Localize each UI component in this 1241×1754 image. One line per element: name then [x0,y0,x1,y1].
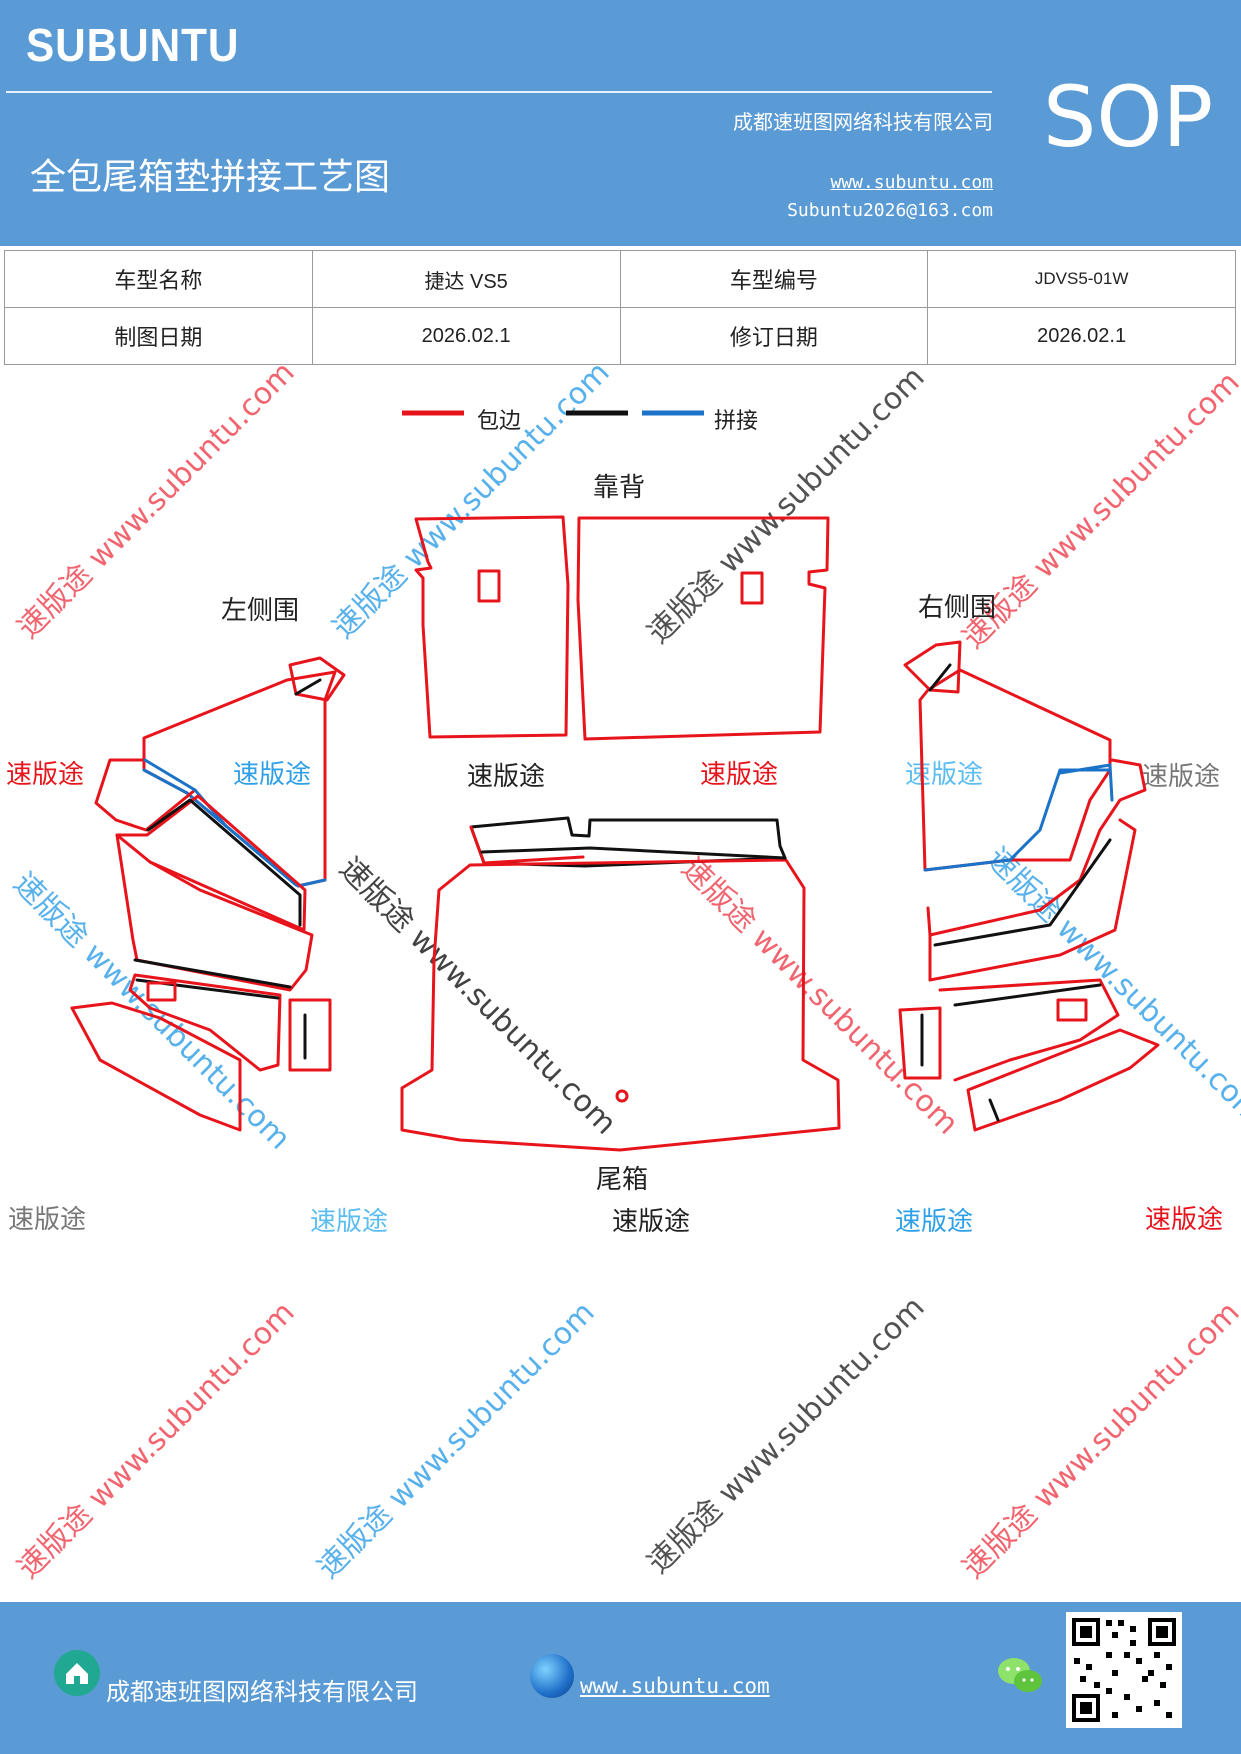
part-label-left: 左侧围 [221,596,299,626]
watermark-brand: 速版途 [6,760,84,790]
draw-date-value: 2026.02.1 [311,307,621,365]
header-company: 成都速班图网络科技有限公司 [733,110,993,134]
part-label-right: 右侧围 [918,593,996,623]
sop-label: SOP [1043,68,1214,166]
right-side-panel [898,640,1160,1132]
table-row: 车型名称 捷达 VS5 车型编号 JDVS5-01W [4,250,1236,308]
watermark-text: 速版途 www.subuntu.com [956,365,1241,656]
watermark-brand: 速版途 [1142,762,1220,792]
model-code-value: JDVS5-01W [927,250,1236,308]
watermark-brand: 速版途 [700,760,778,790]
watermark-text: 速版途 www.subuntu.com [332,851,623,1142]
watermark-text: 速版途 www.subuntu.com [956,1295,1241,1586]
page-title: 全包尾箱垫拼接工艺图 [30,157,391,198]
draw-date-label: 制图日期 [4,307,313,365]
trunk-floor-piece [400,816,841,1152]
watermark-brand: 速版途 [905,760,983,790]
watermark-brand: 速版途 [8,1205,86,1235]
header-website-link[interactable]: www.subuntu.com [830,172,993,193]
legend-splice-label: 拼接 [714,409,758,434]
watermark-brand: 速版途 [233,760,311,790]
brand-logo: SUBUNTU [26,19,240,71]
watermark-brand: 速版途 [467,762,545,792]
watermark-text: 速版途 www.subuntu.com [311,1295,602,1586]
watermark-text: 速版途 www.subuntu.com [641,360,932,651]
footer-banner: 成都速班图网络科技有限公司 www.subuntu.com [0,1602,1241,1754]
legend-edge-label: 包边 [477,409,521,434]
backrest-left-piece [414,515,570,739]
watermark-brand: 速版途 [1145,1205,1223,1235]
header-banner: SUBUNTU 全包尾箱垫拼接工艺图 成都速班图网络科技有限公司 www.sub… [0,0,1241,246]
left-side-panel [70,656,346,1132]
model-name-label: 车型名称 [4,250,313,308]
house-icon [54,1650,100,1696]
part-label-trunk: 尾箱 [596,1165,648,1195]
model-code-label: 车型编号 [619,250,929,308]
watermark-text: 速版途 www.subuntu.com [641,1290,932,1581]
globe-icon [530,1654,574,1698]
qr-code[interactable] [1066,1612,1182,1728]
part-label-back: 靠背 [593,473,645,503]
watermark-text: 速版途 www.subuntu.com [6,866,297,1157]
revise-date-value: 2026.02.1 [927,307,1236,365]
splice-diagram: 速版途 www.subuntu.com 速版途 www.subuntu.com … [6,360,1241,1586]
wechat-icon[interactable] [996,1654,1046,1698]
watermark-brand: 速版途 [612,1207,690,1237]
watermark-text: 速版途 www.subuntu.com [326,360,617,646]
legend: 包边 拼接 [402,409,758,434]
table-row: 制图日期 2026.02.1 修订日期 2026.02.1 [4,307,1236,365]
header-email[interactable]: Subuntu2026@163.com [787,200,993,221]
footer-company: 成都速班图网络科技有限公司 [106,1678,418,1706]
footer-website-link[interactable]: www.subuntu.com [580,1674,770,1698]
info-table: 车型名称 捷达 VS5 车型编号 JDVS5-01W 制图日期 2026.02.… [4,250,1236,365]
model-name-value: 捷达 VS5 [311,250,621,308]
header-divider [6,91,992,93]
watermark-brand: 速版途 [310,1207,388,1237]
revise-date-label: 修订日期 [619,307,929,365]
watermark-text: 速版途 www.subuntu.com [11,1295,302,1586]
brand-watermark-layer: 速版途 速版途 速版途 速版途 速版途 速版途 速版途 速版途 速版途 速版途 … [6,760,1223,1237]
watermark-brand: 速版途 [895,1207,973,1237]
watermark-layer: 速版途 www.subuntu.com 速版途 www.subuntu.com … [6,360,1241,1586]
watermark-text: 速版途 www.subuntu.com [674,851,965,1142]
backrest-right-piece [576,516,830,741]
